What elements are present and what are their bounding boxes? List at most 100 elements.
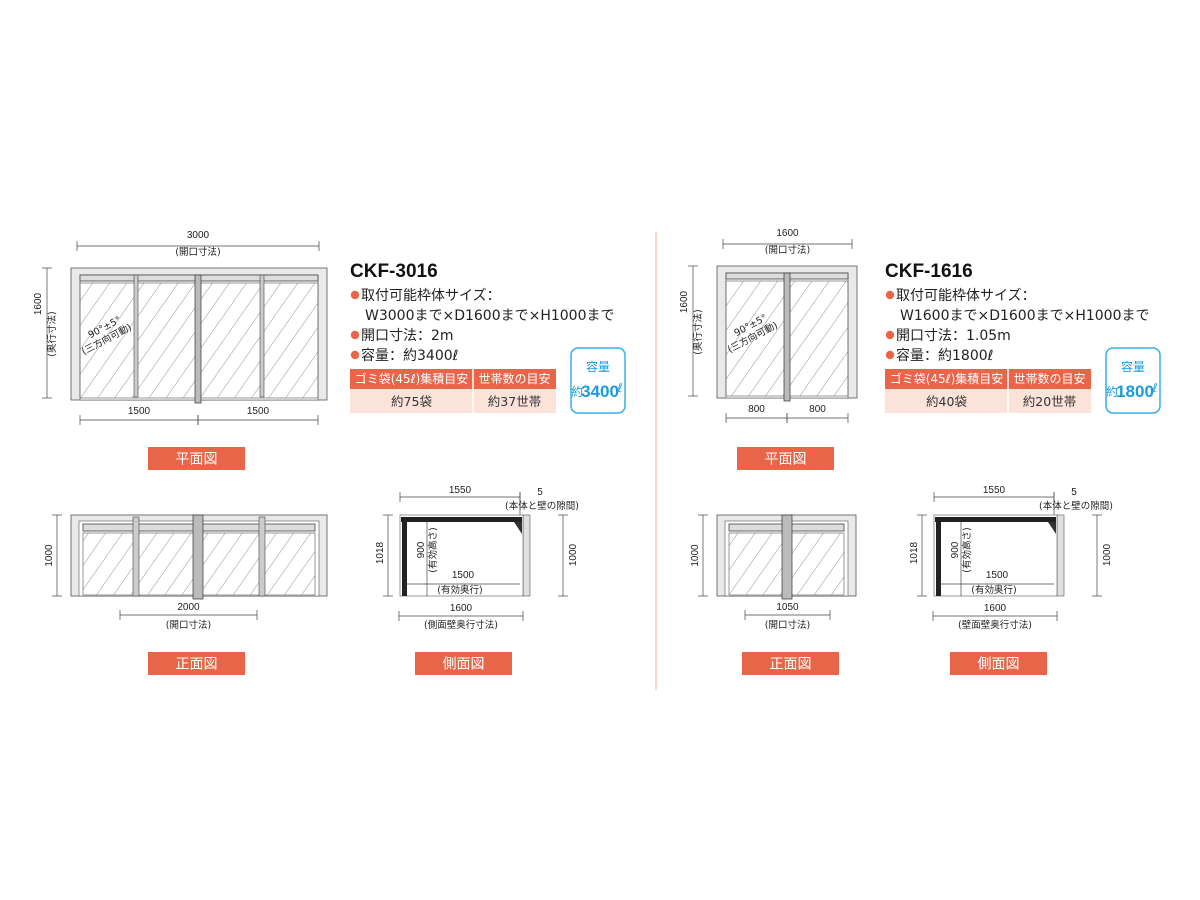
- table-header-bags: ゴミ袋(45ℓ)集積目安: [355, 371, 469, 386]
- bullet-icon: [885, 330, 895, 340]
- post: [132, 516, 140, 597]
- bullet-icon: [350, 290, 360, 300]
- table-body-bg: [350, 389, 556, 413]
- side-view-label: 側面図: [443, 657, 485, 673]
- roof-frame: [401, 517, 522, 522]
- post: [258, 516, 266, 597]
- plan-depth-dim: 1600: [679, 290, 690, 313]
- post: [259, 274, 265, 398]
- center-post: [194, 274, 202, 404]
- roof-frame: [935, 517, 1056, 522]
- post: [133, 274, 139, 398]
- spec-line: 開口寸法：1.05m: [896, 328, 1011, 344]
- hinge: [1048, 522, 1056, 534]
- plan-depth-note: (奥行寸法): [46, 311, 58, 356]
- enclosure: [933, 514, 1058, 597]
- table-value-bags: 約40袋: [926, 394, 967, 409]
- front-opening-dim: 2000: [177, 602, 200, 613]
- table-header-bags: ゴミ袋(45ℓ)集積目安: [890, 371, 1004, 386]
- back-post: [402, 517, 407, 596]
- side-eff-height-note: (有効高さ): [427, 527, 439, 572]
- plan-view-label-bg: [148, 447, 245, 470]
- wall: [1056, 514, 1065, 597]
- front-view: 1000 2000 (開口寸法): [44, 514, 328, 631]
- spec-line: 容量：約3400ℓ: [361, 347, 458, 364]
- plan-half-dim-left: 800: [748, 404, 765, 415]
- plan-view-label: 平面図: [176, 452, 218, 468]
- plan-half-dim-left: 1500: [128, 406, 151, 417]
- side-depth-note: (側面壁奥行寸法): [424, 619, 498, 631]
- capacity-prefix: 約: [1106, 384, 1118, 399]
- hinge: [514, 522, 522, 534]
- back-post: [936, 517, 941, 596]
- capacity-label: 容量: [1121, 359, 1145, 374]
- capacity-unit: ℓ: [617, 381, 623, 395]
- model-name: CKF-1616: [885, 261, 973, 282]
- table-value-households: 約20世帯: [1023, 394, 1076, 409]
- side-depth-dim: 1600: [984, 603, 1007, 614]
- side-view-label-bg: [950, 652, 1047, 675]
- plan-depth-note: (奥行寸法): [692, 309, 704, 354]
- spec-line: 取付可能枠体サイズ：: [361, 288, 501, 304]
- side-depth-note: (壁面壁奥行寸法): [958, 619, 1032, 631]
- capacity-badge: [1105, 347, 1161, 414]
- spec-line: 容量：約1800ℓ: [896, 347, 993, 364]
- table-body-bg: [885, 389, 1091, 413]
- table-header-bg: [350, 369, 556, 389]
- plan-width-dim: 3000: [187, 230, 210, 241]
- spec-line: W1600まで×D1600まで×H1000まで: [900, 308, 1150, 324]
- plan-width-dim: 1600: [776, 228, 799, 239]
- plan-width-note: (開口寸法): [765, 244, 810, 256]
- front-view-label-bg: [742, 652, 839, 675]
- front-view-label: 正面図: [176, 657, 218, 673]
- plan-half-dim-right: 1500: [247, 406, 270, 417]
- side-gap-note: (本体と壁の隙間): [1039, 500, 1113, 512]
- table-header-households: 世帯数の目安: [1013, 371, 1085, 386]
- plan-half-dim-right: 800: [809, 404, 826, 415]
- capacity-label: 容量: [586, 359, 610, 374]
- side-eff-depth-note: (有効奥行): [437, 584, 482, 596]
- spec-line: W3000まで×D1600まで×H1000まで: [365, 308, 615, 324]
- side-view-label-bg: [415, 652, 512, 675]
- capacity-badge: [570, 347, 626, 414]
- spec-line: 取付可能枠体サイズ：: [896, 288, 1036, 304]
- plan-depth-dim: 1600: [33, 292, 44, 315]
- center-post: [781, 514, 793, 600]
- side-eff-depth-dim: 1500: [986, 570, 1009, 581]
- bullet-icon: [885, 350, 895, 360]
- bullet-icon: [885, 290, 895, 300]
- front-height-dim: 1000: [690, 544, 701, 567]
- capacity-prefix: 約: [571, 384, 583, 399]
- table-value-households: 約37世帯: [488, 394, 541, 409]
- side-wall-height-dim: 1000: [1102, 543, 1113, 566]
- side-eff-depth-dim: 1500: [452, 570, 475, 581]
- side-total-height-dim: 1018: [375, 541, 386, 564]
- model-name: CKF-3016: [350, 261, 438, 282]
- center-post: [783, 272, 791, 402]
- capacity-value: 3400: [581, 382, 619, 401]
- plan-width-note: (開口寸法): [175, 246, 220, 258]
- plan-view-label: 平面図: [765, 452, 807, 468]
- side-eff-height-dim: 900: [416, 541, 427, 558]
- side-total-height-dim: 1018: [909, 541, 920, 564]
- front-height-dim: 1000: [44, 544, 55, 567]
- front-view-label: 正面図: [770, 657, 812, 673]
- side-eff-height-dim: 900: [950, 541, 961, 558]
- enclosure: [399, 514, 524, 597]
- front-opening-note: (開口寸法): [166, 619, 211, 631]
- front-opening-dim: 1050: [776, 602, 799, 613]
- side-eff-height-note: (有効高さ): [961, 527, 973, 572]
- table-header-bg: [885, 369, 1091, 389]
- side-top-dim: 1550: [983, 485, 1006, 496]
- capacity-value: 1800: [1116, 382, 1154, 401]
- table-value-bags: 約75袋: [391, 394, 432, 409]
- plan-view-label-bg: [737, 447, 834, 470]
- side-top-dim: 1550: [449, 485, 472, 496]
